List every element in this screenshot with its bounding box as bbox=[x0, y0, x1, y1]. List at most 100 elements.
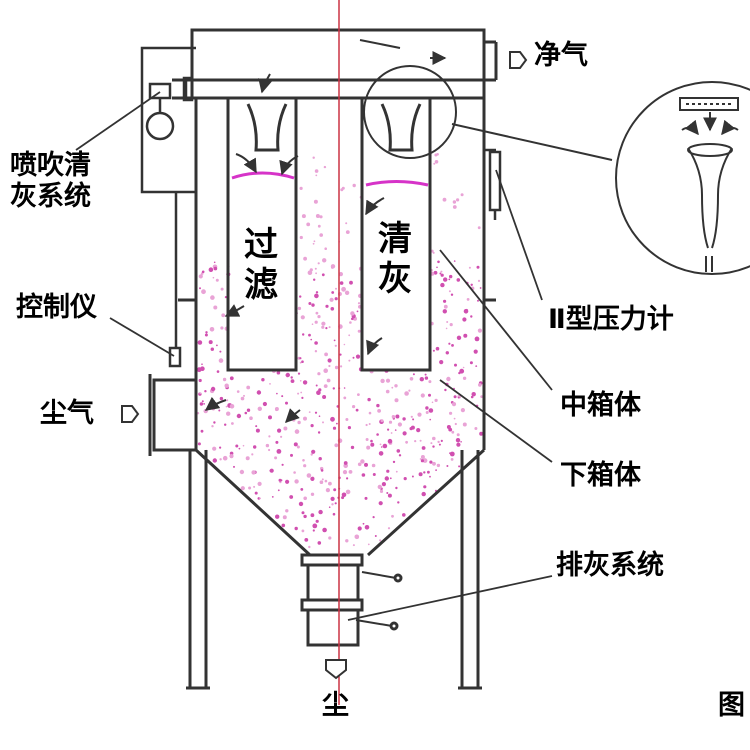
dust-particle bbox=[268, 448, 271, 452]
dust-particle bbox=[200, 366, 205, 372]
dust-particle bbox=[312, 523, 318, 529]
dust-particle bbox=[231, 422, 234, 425]
dust-particle bbox=[331, 291, 335, 294]
dust-particle bbox=[350, 445, 355, 450]
dust-particle bbox=[470, 395, 474, 399]
dust-particle bbox=[290, 453, 293, 457]
dust-particle bbox=[299, 357, 302, 360]
dust-particle bbox=[364, 462, 368, 467]
dust-particle bbox=[372, 473, 376, 476]
dust-particle bbox=[364, 525, 370, 530]
dust-particle bbox=[302, 380, 308, 385]
bag-deformation-arcs bbox=[231, 171, 429, 187]
dust-particle bbox=[233, 465, 235, 468]
dust-particle bbox=[456, 278, 461, 282]
dust-particle bbox=[374, 535, 377, 537]
dust-particle bbox=[366, 445, 371, 450]
dust-particle bbox=[307, 270, 313, 276]
dust-particle bbox=[318, 388, 322, 392]
dust-particle bbox=[429, 460, 433, 464]
dust-particle bbox=[315, 311, 319, 315]
dust-particle bbox=[414, 440, 417, 443]
dust-particle bbox=[209, 327, 215, 332]
dust-particle bbox=[328, 481, 332, 486]
dust-particle bbox=[345, 418, 349, 421]
dust-particle bbox=[465, 308, 468, 312]
dust-particle bbox=[317, 372, 321, 376]
dust-particle bbox=[352, 405, 356, 409]
dust-particle bbox=[370, 439, 373, 443]
dust-particle bbox=[282, 515, 287, 520]
dust-particle bbox=[391, 514, 394, 518]
dust-particle bbox=[329, 297, 334, 302]
dust-particle bbox=[409, 427, 413, 431]
dust-particle bbox=[343, 461, 348, 465]
dust-particle bbox=[235, 444, 239, 448]
dust-particle bbox=[362, 522, 365, 525]
dust-particle bbox=[259, 497, 261, 500]
dust-particle bbox=[340, 365, 343, 368]
dust-particle bbox=[275, 514, 280, 519]
dust-particle bbox=[219, 446, 222, 449]
dust-particle bbox=[326, 378, 331, 383]
dust-particle bbox=[438, 443, 441, 446]
dust-particle bbox=[204, 333, 208, 337]
dust-particle bbox=[419, 439, 422, 442]
dust-particle bbox=[219, 396, 224, 401]
dust-particle bbox=[277, 489, 280, 492]
dust-particle bbox=[280, 479, 283, 482]
dust-particle bbox=[348, 359, 351, 362]
dust-particle bbox=[242, 444, 245, 447]
dust-particle bbox=[391, 386, 394, 389]
dust-particle bbox=[315, 519, 319, 523]
dust-particle bbox=[451, 344, 454, 347]
dust-particle bbox=[317, 541, 322, 545]
dust-particle bbox=[268, 435, 271, 438]
dust-particle bbox=[321, 325, 325, 329]
dust-particle bbox=[391, 415, 396, 419]
dust-particle bbox=[412, 373, 415, 376]
dust-particle bbox=[424, 373, 427, 376]
dust-particle bbox=[473, 349, 478, 354]
dust-particle bbox=[303, 256, 307, 261]
dust-particle bbox=[325, 488, 330, 493]
dust-particle bbox=[330, 307, 335, 311]
dust-particle bbox=[395, 414, 400, 419]
dust-particle bbox=[268, 415, 272, 420]
dust-particle bbox=[229, 404, 235, 409]
dust-particle bbox=[340, 188, 344, 192]
dust-particle bbox=[213, 305, 218, 310]
dust-particle bbox=[256, 390, 262, 395]
dust-particle bbox=[212, 458, 217, 463]
dust-particle bbox=[315, 384, 318, 387]
dust-particle bbox=[301, 511, 305, 515]
dust-particle bbox=[404, 391, 409, 396]
dust-particle bbox=[224, 296, 227, 299]
dust-particle bbox=[314, 293, 319, 299]
dust-particle bbox=[387, 428, 390, 431]
dust-particle bbox=[276, 392, 278, 395]
dust-particle bbox=[332, 387, 335, 390]
dust-particle bbox=[345, 539, 349, 543]
port-arrows bbox=[121, 51, 528, 680]
dust-particle bbox=[339, 353, 342, 356]
dust-particle bbox=[213, 421, 216, 424]
dust-particle bbox=[463, 333, 468, 338]
dust-particle bbox=[301, 360, 304, 364]
dust-particle bbox=[285, 372, 290, 378]
dust-particle bbox=[314, 169, 319, 173]
dust-particle bbox=[378, 501, 383, 506]
dust-particle bbox=[421, 491, 426, 497]
dust-particle bbox=[310, 424, 314, 428]
dust-particle bbox=[262, 401, 267, 407]
dust-particle bbox=[302, 333, 305, 336]
dust-particle bbox=[322, 527, 327, 533]
dust-particle bbox=[386, 469, 390, 473]
dust-particle bbox=[289, 495, 294, 499]
dust-particle bbox=[377, 409, 381, 413]
dust-particle bbox=[449, 411, 453, 415]
dust-particle bbox=[328, 506, 331, 509]
dust-particle bbox=[429, 475, 431, 478]
dust-particle bbox=[290, 376, 293, 379]
dust-particle bbox=[300, 315, 305, 320]
